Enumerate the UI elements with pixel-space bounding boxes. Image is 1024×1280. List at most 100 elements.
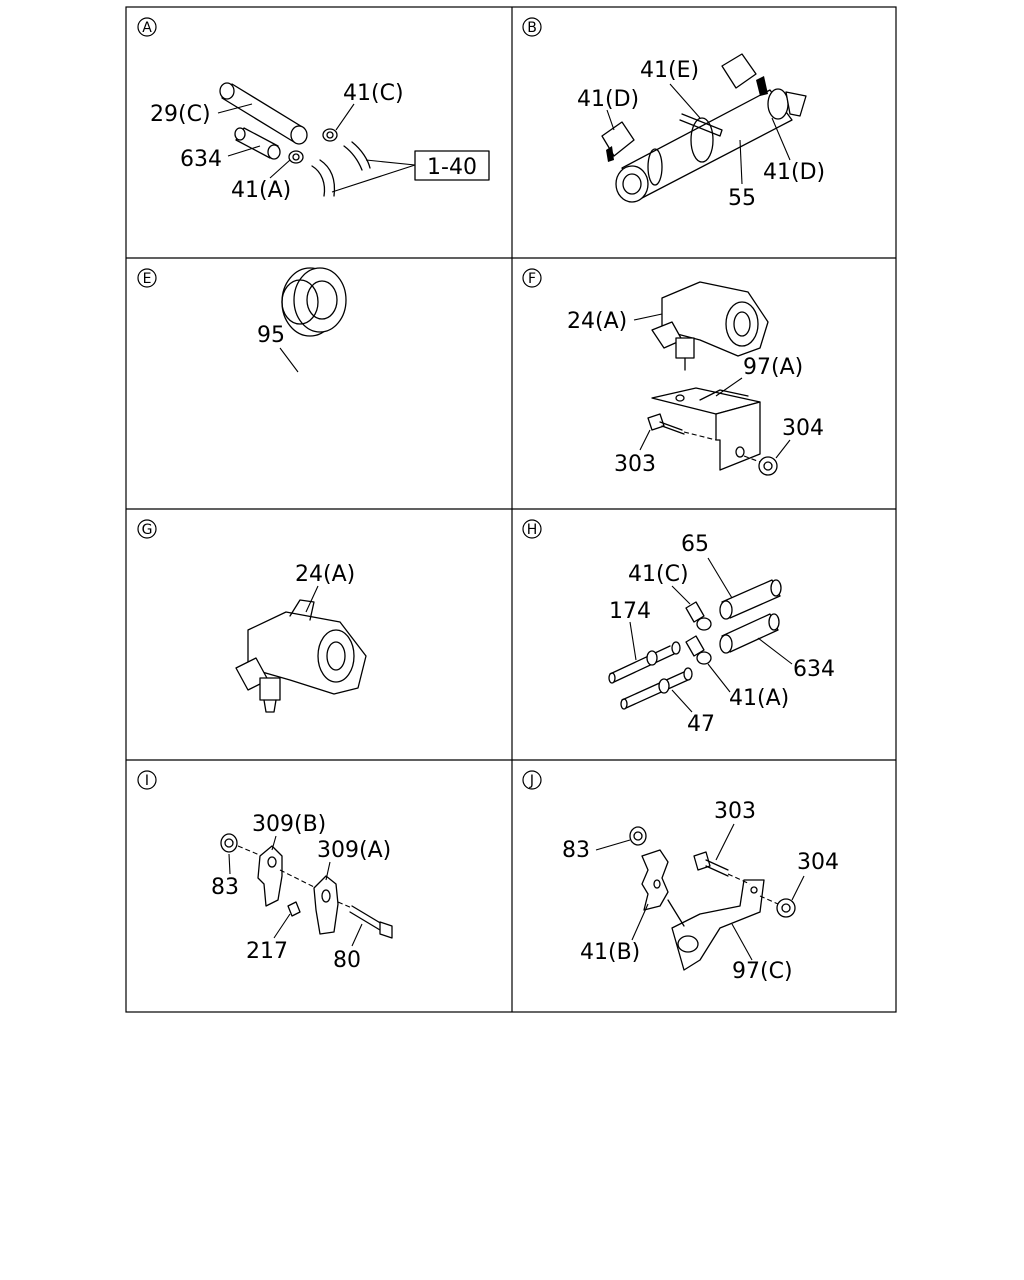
panel-i: I 309(B) 309(A) xyxy=(137,770,393,973)
svg-text:217: 217 xyxy=(246,939,288,964)
panel-badge: G xyxy=(137,519,157,539)
svg-text:41(B): 41(B) xyxy=(580,940,640,965)
svg-text:303: 303 xyxy=(714,799,756,824)
label-97c: 97(C) xyxy=(731,923,793,984)
label-80: 80 xyxy=(333,923,363,973)
label-41d-right: 41(D) xyxy=(763,117,825,185)
svg-text:F: F xyxy=(528,271,536,287)
clip-217 xyxy=(287,901,301,917)
clamp-41d-right xyxy=(721,53,768,96)
hose-65 xyxy=(719,579,782,620)
panel-a: A 29(C) 634 xyxy=(137,17,490,203)
label-97a: 97(A) xyxy=(715,355,803,397)
hose-634 xyxy=(234,127,281,160)
svg-text:24(A): 24(A) xyxy=(295,562,355,587)
svg-text:41(C): 41(C) xyxy=(628,562,689,587)
panel-badge: E xyxy=(137,268,157,288)
svg-text:309(B): 309(B) xyxy=(252,812,326,837)
svg-text:H: H xyxy=(527,522,538,538)
panel-g: G 24(A) xyxy=(137,519,367,713)
svg-text:G: G xyxy=(142,522,153,538)
hose-634 xyxy=(719,613,780,654)
nut-304 xyxy=(759,895,796,918)
label-174: 174 xyxy=(609,599,651,661)
clamp-41e xyxy=(679,113,723,137)
svg-text:65: 65 xyxy=(681,532,709,557)
svg-text:B: B xyxy=(527,20,537,36)
actuator-24a xyxy=(235,599,367,713)
bracket-97a xyxy=(651,387,761,471)
clamp-41a xyxy=(685,635,712,665)
panel-badge: J xyxy=(522,770,542,790)
label-303: 303 xyxy=(714,799,756,861)
svg-text:A: A xyxy=(142,20,152,36)
label-24a: 24(A) xyxy=(295,562,355,613)
ref-box-1-40[interactable]: 1-40 xyxy=(331,150,490,193)
svg-text:41(C): 41(C) xyxy=(343,81,404,106)
bracket-309a xyxy=(313,875,339,935)
bent-hose-ref xyxy=(311,141,371,197)
grid-frame xyxy=(125,6,897,1013)
clamp-41c xyxy=(322,128,338,142)
svg-text:29(C): 29(C) xyxy=(150,102,211,127)
panel-badge: F xyxy=(522,268,542,288)
label-634: 634 xyxy=(757,637,835,682)
svg-text:309(A): 309(A) xyxy=(317,838,391,863)
label-634: 634 xyxy=(180,145,261,172)
svg-text:634: 634 xyxy=(180,147,222,172)
bolt-303 xyxy=(647,413,717,441)
actuator-24a xyxy=(651,281,769,371)
grommet-95 xyxy=(281,267,347,337)
clamp-41d-left xyxy=(601,121,635,162)
svg-text:634: 634 xyxy=(793,657,835,682)
panel-j: J 303 xyxy=(522,770,839,984)
label-304: 304 xyxy=(791,850,839,901)
label-41a: 41(A) xyxy=(231,159,291,203)
bracket-97c xyxy=(667,879,765,971)
pipe-55 xyxy=(615,88,807,203)
svg-text:174: 174 xyxy=(609,599,651,624)
bolt-303 xyxy=(693,851,751,885)
svg-text:1-40: 1-40 xyxy=(427,155,477,180)
pipe-47 xyxy=(620,667,693,710)
panel-h: H xyxy=(522,519,835,737)
label-303: 303 xyxy=(614,429,656,477)
svg-text:97(A): 97(A) xyxy=(743,355,803,380)
svg-text:E: E xyxy=(143,271,152,287)
clip-41b xyxy=(641,849,669,911)
panel-b: B 41(E) 41(D) xyxy=(522,17,825,211)
svg-text:303: 303 xyxy=(614,452,656,477)
svg-text:97(C): 97(C) xyxy=(732,959,793,984)
nut-304 xyxy=(743,455,778,476)
panel-badge: H xyxy=(522,519,542,539)
label-41e: 41(E) xyxy=(640,58,701,119)
svg-text:I: I xyxy=(145,773,149,789)
label-41a: 41(A) xyxy=(707,663,789,711)
label-217: 217 xyxy=(246,913,291,964)
label-47: 47 xyxy=(671,689,715,737)
svg-text:304: 304 xyxy=(782,416,824,441)
clamp-41c xyxy=(685,601,712,631)
panel-badge: I xyxy=(137,770,157,790)
label-41c: 41(C) xyxy=(628,562,691,605)
label-29c: 29(C) xyxy=(150,102,253,127)
svg-text:80: 80 xyxy=(333,948,361,973)
label-83: 83 xyxy=(211,853,239,900)
svg-text:95: 95 xyxy=(257,323,285,348)
panel-badge: A xyxy=(137,17,157,37)
nut-83 xyxy=(629,826,647,846)
svg-text:55: 55 xyxy=(728,186,756,211)
bracket-309b xyxy=(257,845,317,907)
panel-badge: B xyxy=(522,17,542,37)
svg-text:41(A): 41(A) xyxy=(231,178,291,203)
label-309b: 309(B) xyxy=(252,812,326,851)
svg-text:24(A): 24(A) xyxy=(567,309,627,334)
svg-text:83: 83 xyxy=(562,838,590,863)
panel-f: F 24(A) xyxy=(522,268,824,477)
label-41c: 41(C) xyxy=(335,81,404,131)
svg-text:83: 83 xyxy=(211,875,239,900)
nut-83 xyxy=(220,833,263,857)
label-65: 65 xyxy=(681,532,733,599)
label-95: 95 xyxy=(257,323,299,373)
